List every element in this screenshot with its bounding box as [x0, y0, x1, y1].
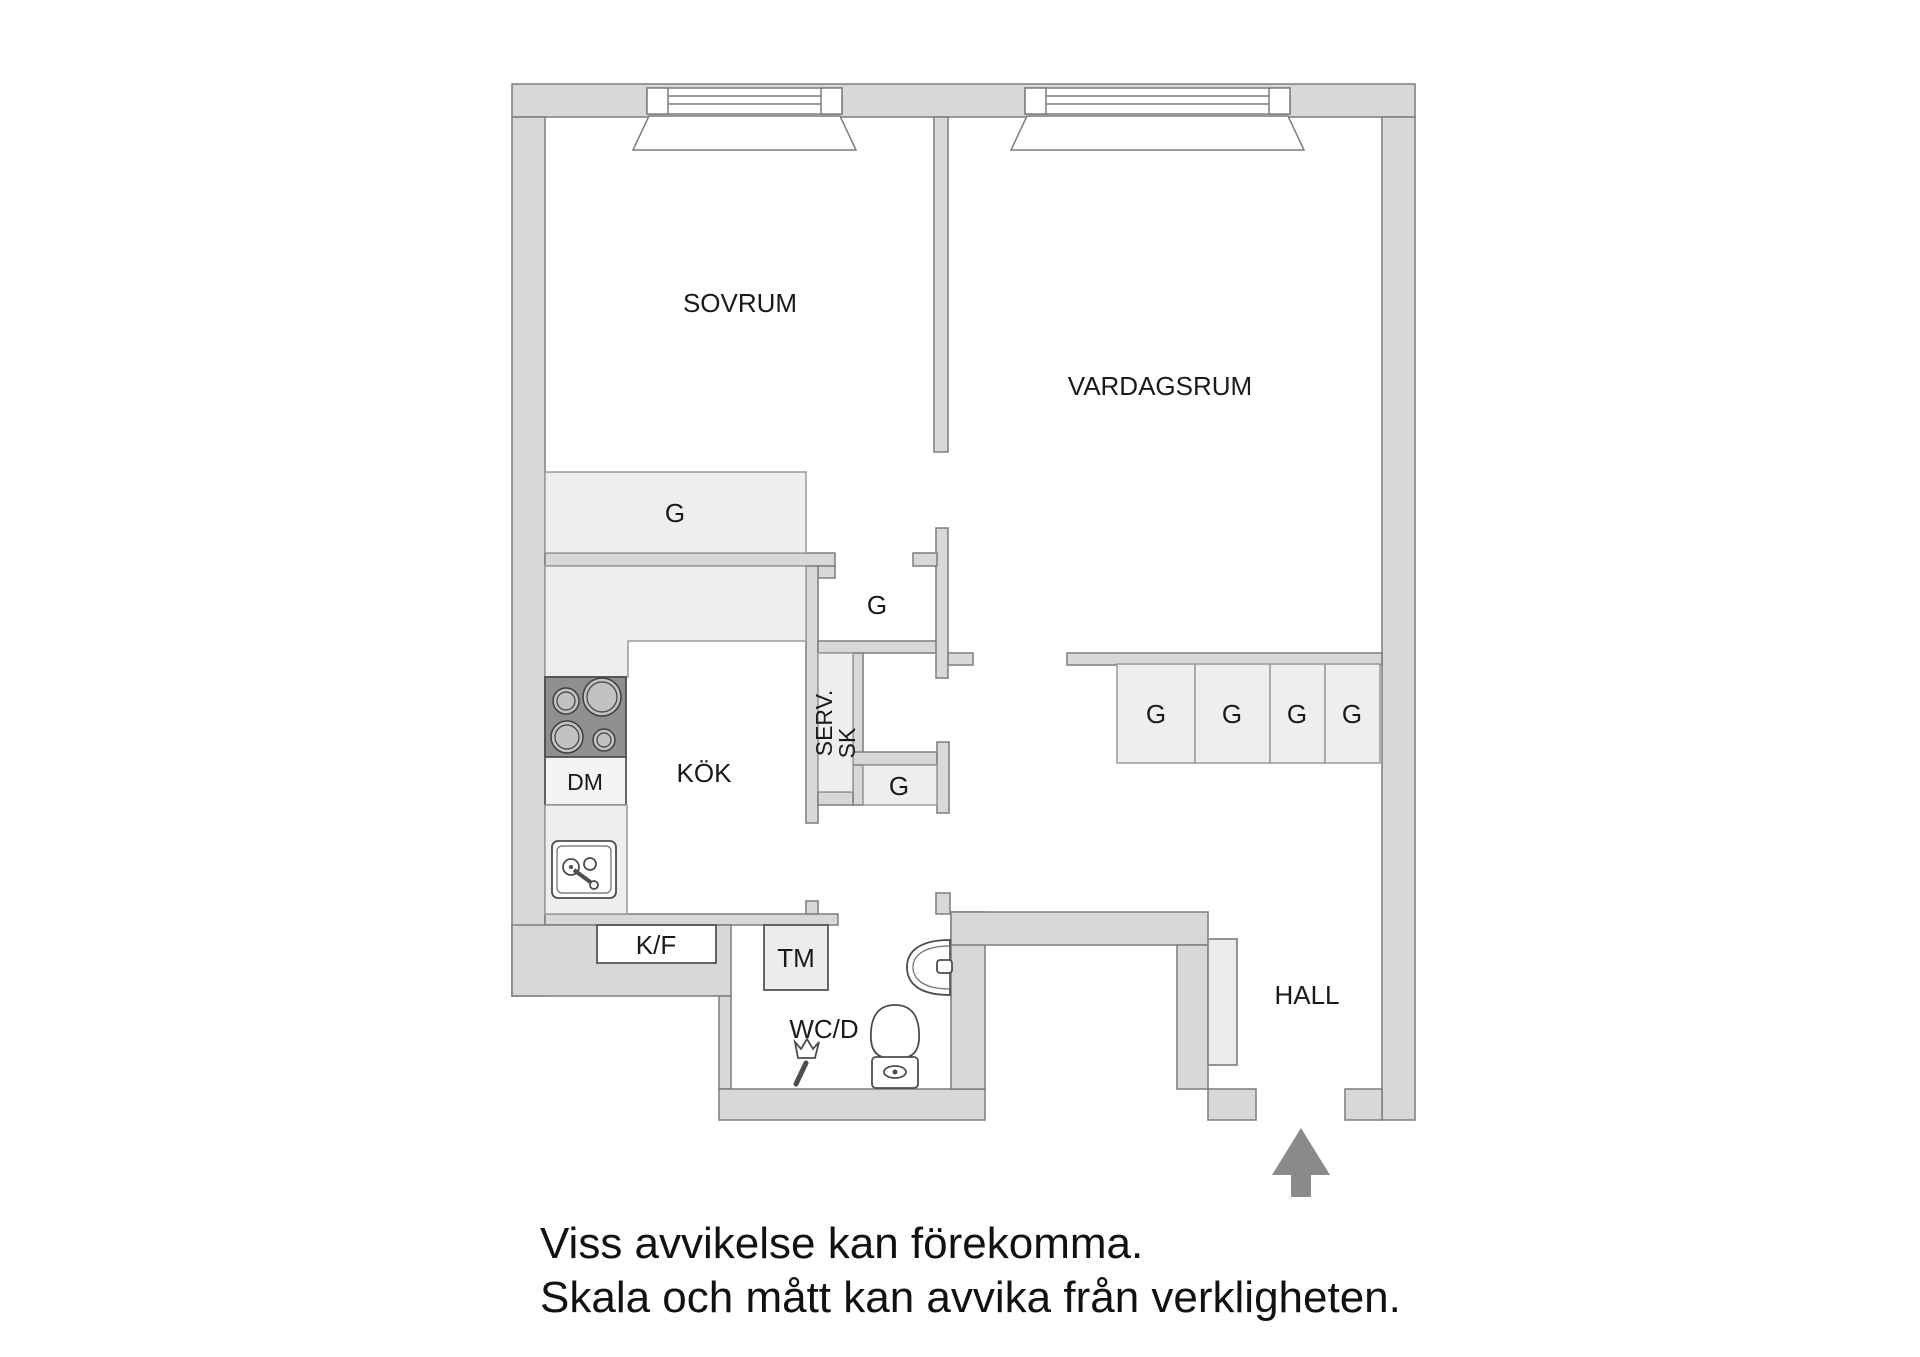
toilet-brush-icon — [793, 1037, 820, 1087]
wall-room-divider — [933, 116, 949, 453]
wardrobe-label-hall-2: G — [1222, 699, 1242, 729]
serving-cabinet-label-1: SERV. — [811, 690, 837, 757]
wardrobe-box-hall-4 — [1324, 663, 1381, 764]
hall-door-leaf — [1207, 938, 1238, 1066]
entrance-arrow-icon — [1272, 1128, 1330, 1197]
wardrobe-label-bedroom: G — [665, 498, 685, 528]
wall-wc-west — [718, 995, 732, 1090]
dishwasher-label: DM — [567, 769, 603, 795]
fridge-freezer-box — [596, 924, 717, 964]
wall-right-entry-jamb — [1344, 1088, 1383, 1121]
wardrobe-box-small — [862, 764, 938, 806]
window-livingroom-icon — [1009, 87, 1306, 151]
stove-icon — [544, 676, 627, 758]
wardrobe-box-hall-1 — [1116, 663, 1196, 764]
wardrobe-label-small: G — [889, 771, 909, 801]
wall-livingroom-south — [1066, 652, 1383, 666]
fridge-freezer-label: K/F — [636, 930, 676, 960]
wardrobe-label-hall-3: G — [1287, 699, 1307, 729]
washing-machine-label: TM — [777, 943, 815, 973]
toilet-icon — [869, 1004, 921, 1089]
wardrobe-label-hall-1: G — [1146, 699, 1166, 729]
wall-wc-south — [718, 1088, 986, 1121]
disclaimer-line-2: Skala och mått kan avvika från verklighe… — [540, 1273, 1401, 1322]
wardrobe-label-middle: G — [867, 590, 887, 620]
wall-tm-stub — [805, 900, 819, 915]
wall-mid-closet-tab — [947, 652, 974, 666]
room-label-kitchen: KÖK — [677, 758, 733, 788]
disclaimer-line-1: Viss avvikelse kan förekomma. — [540, 1219, 1143, 1268]
wall-basin-stub — [935, 892, 951, 915]
room-label-wc: WC/D — [789, 1014, 858, 1044]
wall-hall-north — [950, 911, 1209, 946]
wall-closet-bottom-tab — [817, 565, 836, 579]
wall-small-closet-top — [852, 751, 938, 766]
serving-cabinet-label-2: SK — [834, 727, 860, 758]
wall-kitchen-south — [544, 913, 839, 926]
wall-hall-west — [1176, 944, 1209, 1090]
wall-mid-closet-jamb — [912, 552, 938, 567]
wall-hall-west-jamb — [1207, 1088, 1257, 1121]
room-label-livingroom: VARDAGSRUM — [1068, 371, 1252, 401]
room-label-hall: HALL — [1274, 980, 1339, 1010]
kitchen-sink-icon — [551, 840, 617, 899]
window-bedroom-icon — [631, 87, 858, 151]
wall-small-closet-right — [936, 741, 950, 814]
wall-left — [511, 116, 546, 997]
wardrobe-box-bedroom — [544, 471, 807, 554]
wardrobe-box-hall-2 — [1194, 663, 1271, 764]
room-label-bedroom: SOVRUM — [683, 288, 797, 318]
closets — [544, 471, 1381, 1066]
kitchen-counter — [544, 565, 807, 678]
wardrobe-label-hall-4: G — [1342, 699, 1362, 729]
wall-right — [1381, 116, 1416, 1121]
wash-basin-icon — [906, 939, 953, 996]
wall-serv-bottom — [817, 791, 854, 806]
wall-mid-closet-bottom — [817, 640, 938, 654]
wall-mid-closet-right — [935, 527, 949, 679]
serving-cabinet-box — [817, 652, 854, 793]
wall-closet-bottom — [544, 552, 836, 567]
washing-machine-box — [763, 924, 829, 991]
